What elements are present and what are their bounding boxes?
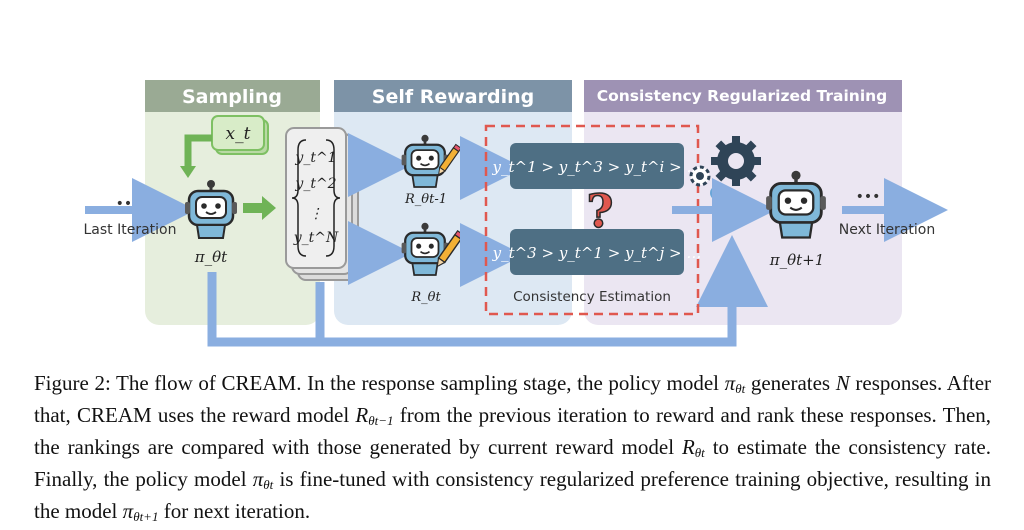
consistency-estimation-label: Consistency Estimation: [513, 289, 671, 305]
cur-ranking-text: y_t^3 > y_t^1 > y_t^j > …: [492, 244, 702, 262]
prompt-arrow-head: [180, 166, 196, 178]
prompt-arrow: [184, 134, 212, 170]
reward-cur-subscript: θt: [694, 445, 705, 460]
policy-subscript: θt: [735, 381, 746, 396]
reward-prev-symbol: R: [355, 403, 369, 427]
right-brace: [325, 139, 341, 257]
prompt-label: x_t: [226, 124, 251, 144]
figure-caption: Figure 2: The flow of CREAM. In the resp…: [34, 370, 991, 530]
cur-ranking-box: [510, 229, 684, 275]
training-header: [584, 80, 902, 112]
right-ellipsis: •••: [856, 189, 881, 205]
loop-arrow: [207, 235, 768, 347]
policy-subscript-2: θt: [263, 477, 274, 492]
next-policy-label: π_θt+1: [769, 251, 825, 269]
policy-symbol: π: [724, 371, 736, 395]
prev-reward-label: R_θt-1: [404, 192, 447, 207]
response-item: y_t^1: [294, 150, 336, 166]
response-item: y_t^N: [293, 230, 339, 246]
responses-card: [285, 127, 347, 269]
caption-text-3: generates: [750, 371, 831, 395]
self-rewarding-header-label: Self Rewarding: [372, 86, 534, 108]
left-brace: [291, 139, 307, 257]
responses-list: y_t^1 y_t^2 ⋮ y_t^N: [293, 150, 339, 246]
method-name: CREAM: [221, 371, 297, 395]
caption-text-5: uses the reward model: [157, 403, 350, 427]
n-symbol: N: [835, 371, 850, 395]
reward-cur-symbol: R: [681, 435, 695, 459]
sampling-to-responses-arrow: [243, 196, 276, 220]
prev-ranking-box: [510, 143, 684, 189]
small-gear-icon: [710, 186, 724, 200]
sampling-header-label: Sampling: [182, 86, 282, 108]
caption-text-4: responses. After that,: [34, 371, 992, 427]
sampling-header: [145, 80, 320, 112]
next-policy-subscript: θt+1: [133, 509, 159, 524]
caption-text-2: . In the response sampling stage, the po…: [296, 371, 720, 395]
response-item: ⋮: [309, 206, 323, 222]
caption-text-1: The flow of: [116, 371, 216, 395]
prev-ranking-text: y_t^1 > y_t^3 > y_t^i > …: [492, 158, 702, 176]
reward-prev-subscript: θt−1: [368, 413, 394, 428]
prompt-box: [211, 115, 265, 151]
large-gear-icon: [711, 136, 761, 186]
medium-gear-icon: [689, 165, 711, 187]
response-item: y_t^2: [294, 176, 336, 192]
policy-symbol-2: π: [252, 467, 264, 491]
consistency-estimation-box: [484, 124, 700, 316]
caption-text-6: from the previous iteration to reward an…: [34, 403, 992, 459]
cur-reward-label: R_θt: [410, 290, 441, 305]
caption-text-9: for next iteration.: [163, 499, 311, 523]
cream-flow-diagram: Sampling Self Rewarding Consistency Regu…: [84, 80, 948, 347]
figure-label: Figure 2:: [34, 371, 111, 395]
caption-text-8: is fine-tuned with consistency regulariz…: [34, 467, 992, 523]
policy-label: π_θt: [194, 248, 228, 266]
method-name-2: CREAM: [76, 403, 152, 427]
caption-text-7: to estimate the consistency rate. Finall…: [34, 435, 992, 491]
training-header-label: Consistency Regularized Training: [597, 87, 888, 105]
next-iteration-label: Next Iteration: [839, 222, 935, 238]
question-mark-icon: ?: [587, 184, 614, 238]
next-policy-symbol: π: [122, 499, 134, 523]
last-iteration-label: Last Iteration: [84, 222, 177, 238]
self-rewarding-header: [334, 80, 572, 112]
